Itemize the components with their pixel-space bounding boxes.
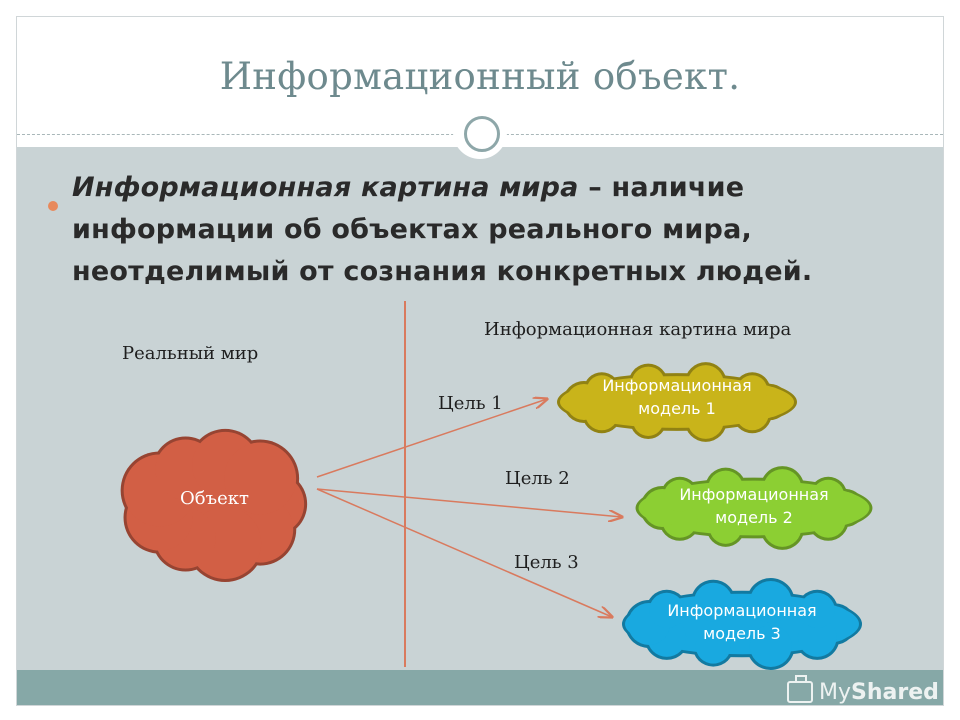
watermark-shared: Shared xyxy=(851,679,939,705)
model-cloud-2 xyxy=(635,466,873,550)
world-divider-line xyxy=(404,301,406,667)
info-picture-label: Информационная картина мира xyxy=(484,319,792,340)
model-2-cloud-shape-bump xyxy=(708,470,744,506)
model-2-label: Информационная модель 2 xyxy=(654,483,854,529)
model-cloud-3 xyxy=(622,578,862,670)
goal-label-2: Цель 2 xyxy=(505,468,570,489)
watermark: MyShared xyxy=(787,675,939,707)
model-2-cloud-shape-bump xyxy=(763,469,802,508)
model-3-cloud-shape-bump xyxy=(749,581,792,624)
model-1-cloud-shape-body xyxy=(560,376,794,428)
model-2-cloud-shape-bump xyxy=(812,479,845,512)
arrow-to-model-2 xyxy=(316,488,622,517)
model-1-cloud-shape-bump xyxy=(687,365,724,402)
model-2-cloud-shape-bump xyxy=(709,511,742,544)
goal-label-1: Цель 1 xyxy=(438,393,503,414)
watermark-my: My xyxy=(819,679,852,705)
model-1-line1: Информационная xyxy=(602,376,752,395)
model-2-cloud-shape-bump xyxy=(810,502,846,538)
model-3-cloud-shape-bump xyxy=(649,592,685,629)
model-1-cloud-shape-bump xyxy=(737,375,768,406)
model-1-cloud-shape-bump xyxy=(735,397,769,431)
model-3-cloud-shape-bump xyxy=(797,618,837,657)
model-1-cloud-shape-bump xyxy=(586,375,617,406)
model-1-cloud-shape-bump xyxy=(633,405,664,436)
real-world-label: Реальный мир xyxy=(122,343,259,364)
model-2-cloud-shape-bump xyxy=(663,479,696,512)
model-2-line1: Информационная xyxy=(679,485,829,504)
model-cloud-1 xyxy=(557,362,797,442)
bullet-body: – наличие информации об объектах реально… xyxy=(72,172,813,287)
ring-ornament-inner xyxy=(464,116,500,152)
slide-title: Информационный объект. xyxy=(219,55,741,98)
model-3-line2: модель 3 xyxy=(703,624,781,643)
model-3-line1: Информационная xyxy=(667,601,817,620)
arrow-to-model-1 xyxy=(316,399,547,478)
model-1-cloud-shape-bump xyxy=(631,366,665,400)
model-1-cloud-shape-bump xyxy=(687,402,724,439)
model-2-cloud-shape-bump xyxy=(763,508,802,547)
model-1-line2: модель 1 xyxy=(638,399,716,418)
diagram-canvas xyxy=(120,362,873,670)
bullet-dot xyxy=(48,201,58,211)
model-3-cloud-shape-bump xyxy=(799,592,835,629)
model-3-cloud-shape-bump xyxy=(693,582,733,622)
bullet-emphasis: Информационная картина мира xyxy=(72,172,579,203)
object-cloud xyxy=(120,428,308,582)
bullet-text: Информационная картина мира – наличие ин… xyxy=(72,167,892,293)
model-2-line2: модель 2 xyxy=(715,508,793,527)
model-3-label: Информационная модель 3 xyxy=(642,599,842,645)
slide: Информационный объект. Информационная ка… xyxy=(17,17,943,705)
object-label: Объект xyxy=(180,488,249,509)
model-1-label: Информационная модель 1 xyxy=(577,374,777,420)
goal-label-3: Цель 3 xyxy=(514,552,579,573)
arrow-to-model-3 xyxy=(316,488,612,617)
slideshow-icon xyxy=(787,675,813,703)
object-cloud-shape-bump xyxy=(224,442,297,515)
model-3-cloud-shape-bump xyxy=(749,624,792,667)
model-3-cloud-shape-bump xyxy=(695,628,731,664)
